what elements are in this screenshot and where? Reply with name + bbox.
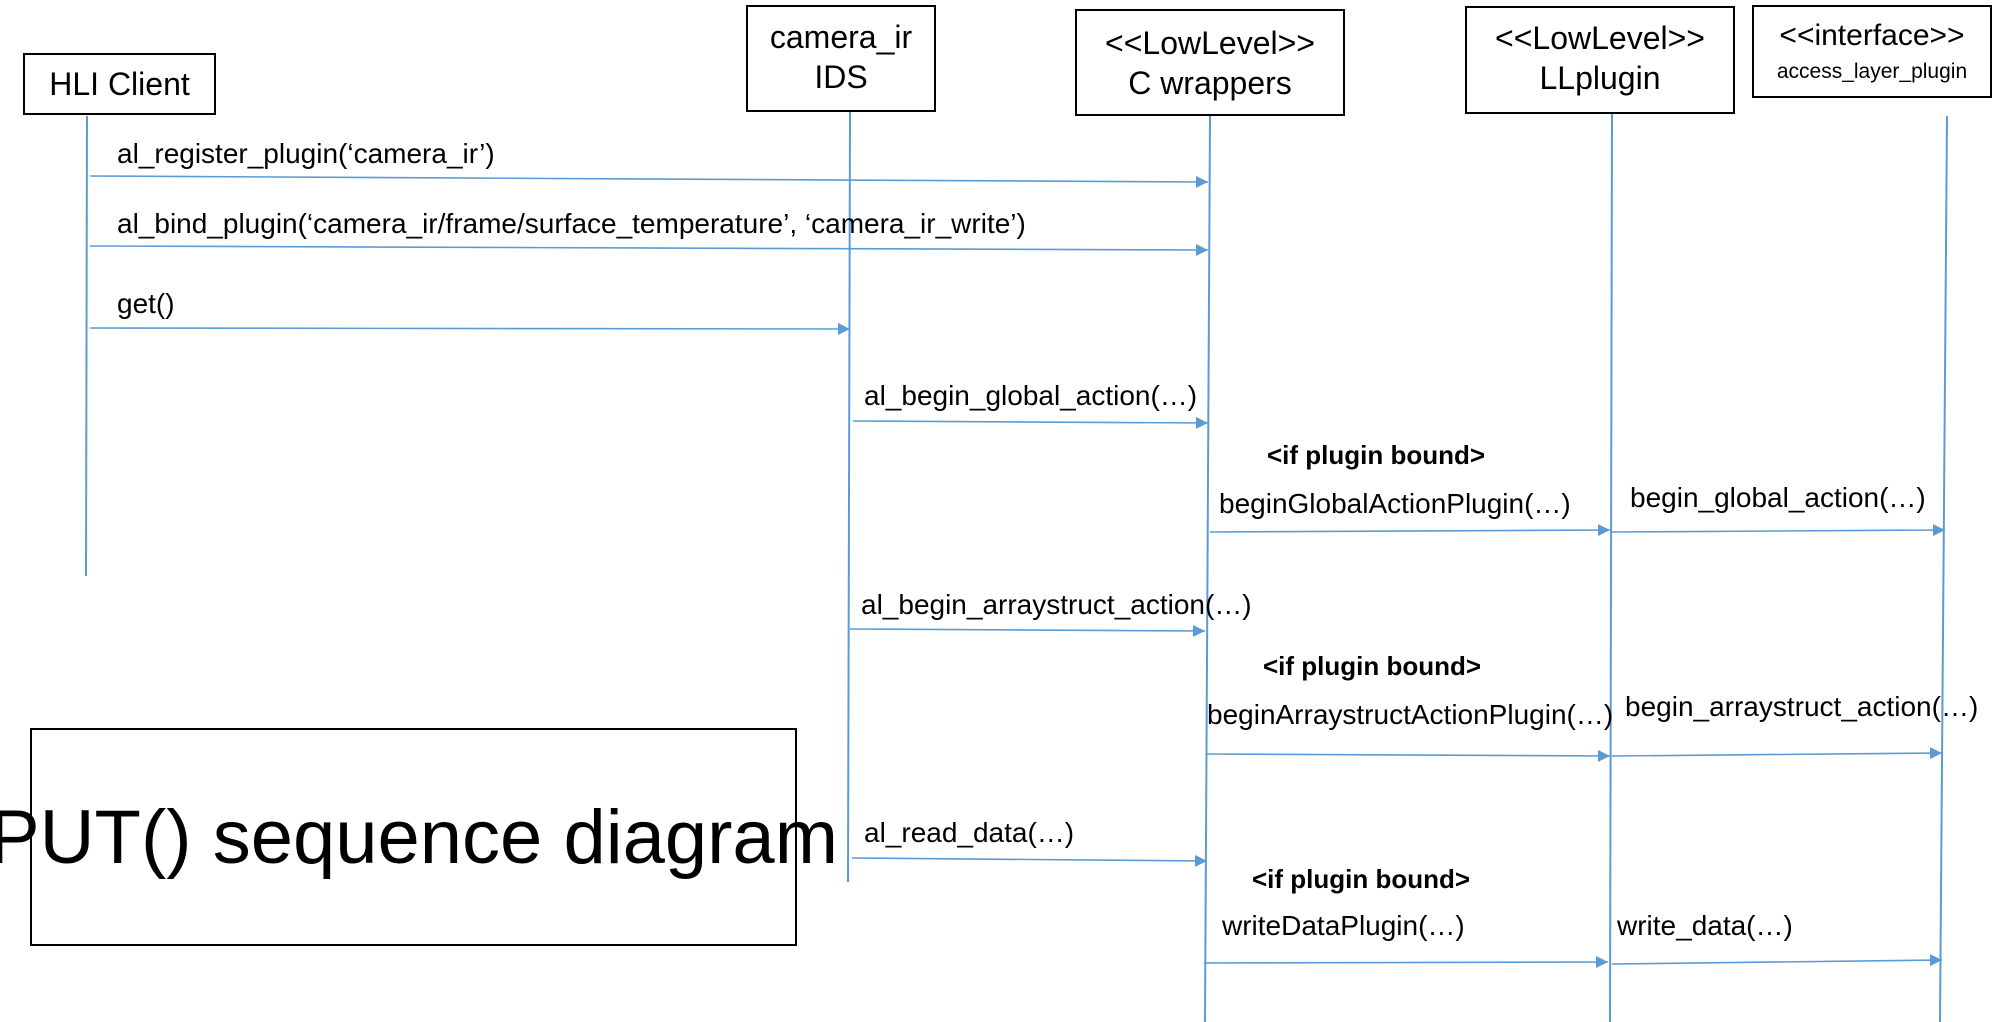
lifeline-hli-client	[85, 115, 88, 577]
message-al-begin-arraystruct-action: al_begin_arraystruct_action(…)	[861, 589, 1252, 620]
message-get: get()	[117, 288, 175, 319]
participant-stereotype: <<interface>>	[1779, 19, 1965, 52]
diagram-title-box: PUT() sequence diagram	[0, 728, 838, 946]
participant-llplugin: <<LowLevel>> LLplugin	[1465, 6, 1735, 114]
participant-stereotype: <<LowLevel>>	[1495, 20, 1705, 56]
condition-if-plugin-bound: <if plugin bound>	[1263, 651, 1482, 681]
participant-label: access_layer_plugin	[1776, 59, 1968, 83]
participant-access-layer-plugin: <<interface>> access_layer_plugin	[1752, 5, 1992, 98]
arrow-begin-global-action	[1611, 524, 1946, 537]
message-write-data: write_data(…)	[1617, 910, 1793, 941]
lifeline-llplugin	[1609, 113, 1613, 1022]
participant-label: C wrappers	[1128, 65, 1292, 101]
arrow-al-register-plugin	[89, 175, 1209, 188]
message-begin-arraystruct-action-plugin: beginArraystructActionPlugin(…)	[1207, 699, 1614, 730]
participant-c-wrappers: <<LowLevel>> C wrappers	[1075, 9, 1345, 116]
participant-label-line1: camera_ir	[769, 19, 913, 55]
arrow-al-read-data	[851, 854, 1208, 867]
arrow-begin-arraystruct-action-plugin	[1205, 749, 1611, 762]
participant-label: LLplugin	[1539, 60, 1661, 96]
arrow-begin-global-action-plugin	[1209, 524, 1611, 537]
arrow-al-begin-global-action	[852, 416, 1209, 429]
diagram-title: PUT() sequence diagram	[0, 794, 839, 880]
lifeline-access-layer-plugin	[1939, 115, 1948, 1022]
message-al-read-data: al_read_data(…)	[864, 817, 1075, 848]
message-al-bind-plugin: al_bind_plugin(‘camera_ir/frame/surface_…	[117, 208, 1026, 239]
message-al-register-plugin: al_register_plugin(‘camera_ir’)	[117, 138, 495, 169]
arrow-al-begin-arraystruct-action	[849, 624, 1206, 637]
condition-if-plugin-bound: <if plugin bound>	[1252, 864, 1471, 894]
lifeline-c-wrappers	[1204, 115, 1211, 1022]
participant-camera-ir-ids: camera_ir IDS	[746, 5, 936, 112]
condition-if-plugin-bound: <if plugin bound>	[1267, 440, 1486, 470]
arrow-begin-arraystruct-action	[1611, 747, 1943, 760]
participant-stereotype: <<LowLevel>>	[1105, 25, 1315, 61]
message-al-begin-global-action: al_begin_global_action(…)	[864, 380, 1198, 411]
arrow-al-bind-plugin	[89, 243, 1209, 256]
arrow-write-data	[1611, 954, 1943, 967]
participant-label-line2: IDS	[814, 59, 868, 95]
participant-hli-client: HLI Client	[23, 53, 216, 115]
message-write-data-plugin: writeDataPlugin(…)	[1222, 910, 1465, 941]
message-begin-global-action: begin_global_action(…)	[1630, 482, 1926, 513]
participant-label: HLI Client	[49, 66, 190, 102]
message-begin-arraystruct-action: begin_arraystruct_action(…)	[1625, 691, 1979, 722]
arrow-get	[89, 322, 851, 335]
lifeline-camera-ir-ids	[847, 111, 851, 883]
message-begin-global-action-plugin: beginGlobalActionPlugin(…)	[1219, 488, 1571, 519]
arrow-write-data-plugin	[1203, 956, 1609, 969]
